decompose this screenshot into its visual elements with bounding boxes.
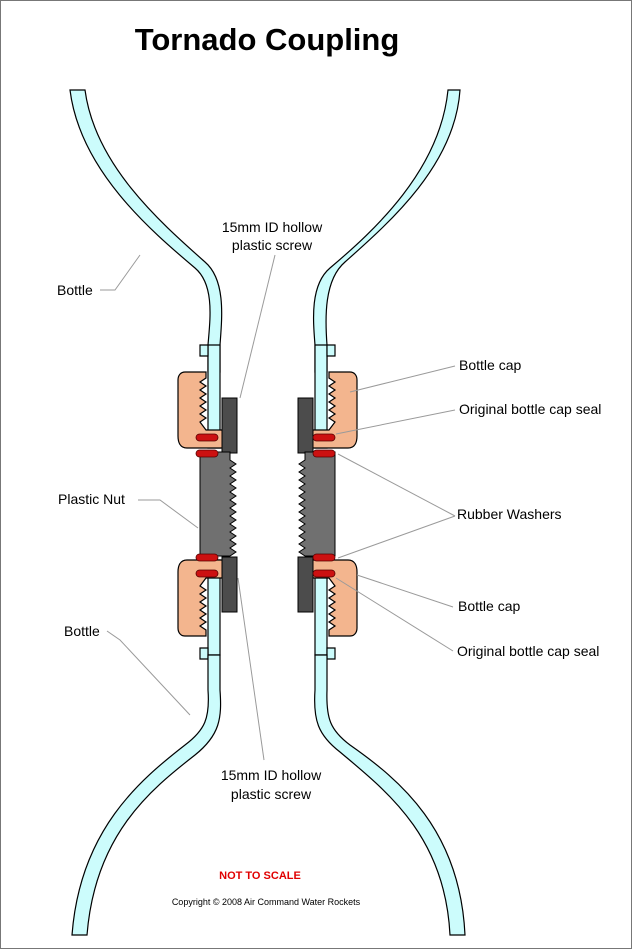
leader-bottle-cap-top [349,365,456,393]
cap-seal-top-right [312,433,336,442]
label-rubber-washers: Rubber Washers [457,506,562,522]
leader-plastic-nut [138,499,199,529]
hollow-screw-left [199,451,237,557]
leader-cap-seal-top [335,409,456,435]
leader-rubber-washer-1 [337,453,456,517]
rubber-washer-top-right [312,449,336,458]
neck-ring-bottom-right [326,647,336,660]
diagram-title: Tornado Coupling [135,22,400,57]
leader-bottle-bottom [106,630,191,716]
label-screw-top-line1: 15mm ID hollow [222,219,323,235]
not-to-scale-note: NOT TO SCALE [219,870,301,882]
rubber-washer-top-left [195,449,219,458]
neck-ring-top-left [199,344,209,357]
bottle-wall-bottom-right [314,654,466,936]
label-bottle-cap-bottom: Bottle cap [458,598,520,614]
cap-seal-bottom-left [195,569,219,578]
cap-seal-top-left [195,433,219,442]
plastic-nut-bottom-left [221,556,238,613]
bottle-cap-bottom-right [298,559,358,637]
label-screw-bottom-line1: 15mm ID hollow [221,767,322,783]
plastic-nut-bottom-right [297,556,314,613]
cap-seal-bottom-right [312,569,336,578]
label-cap-seal-top: Original bottle cap seal [459,401,601,417]
leader-cap-seal-bottom [335,577,454,652]
bottle-wall-top-left [69,89,223,373]
rubber-washer-bottom-right [312,553,336,562]
leader-bottle-top [100,254,141,291]
leader-screw-top [239,254,276,399]
label-plastic-nut: Plastic Nut [58,491,125,507]
bottle-wall-top-right [312,89,461,373]
copyright-text: Copyright © 2008 Air Command Water Rocke… [172,897,361,907]
label-screw-bottom-line2: plastic screw [231,786,312,802]
bottle-wall-bottom-left [71,654,222,936]
neck-ring-bottom-left [199,647,209,660]
plastic-nut-top-right [297,397,314,454]
label-bottle-cap-top: Bottle cap [459,357,521,373]
label-cap-seal-bottom: Original bottle cap seal [457,643,599,659]
rubber-washer-bottom-left [195,553,219,562]
bottle-cap-top-left [177,371,237,449]
label-screw-top-line2: plastic screw [232,237,313,253]
bottle-cap-top-right [298,371,358,449]
hollow-screw-right [298,451,336,557]
neck-ring-top-right [326,344,336,357]
label-bottle-bottom: Bottle [64,623,100,639]
bottle-cap-bottom-left [177,559,237,637]
leader-screw-bottom [237,577,265,761]
plastic-nut-top-left [221,397,238,454]
leader-rubber-washer-2 [337,515,456,559]
leader-bottle-cap-bottom [356,574,454,608]
label-bottle-top: Bottle [57,282,93,298]
